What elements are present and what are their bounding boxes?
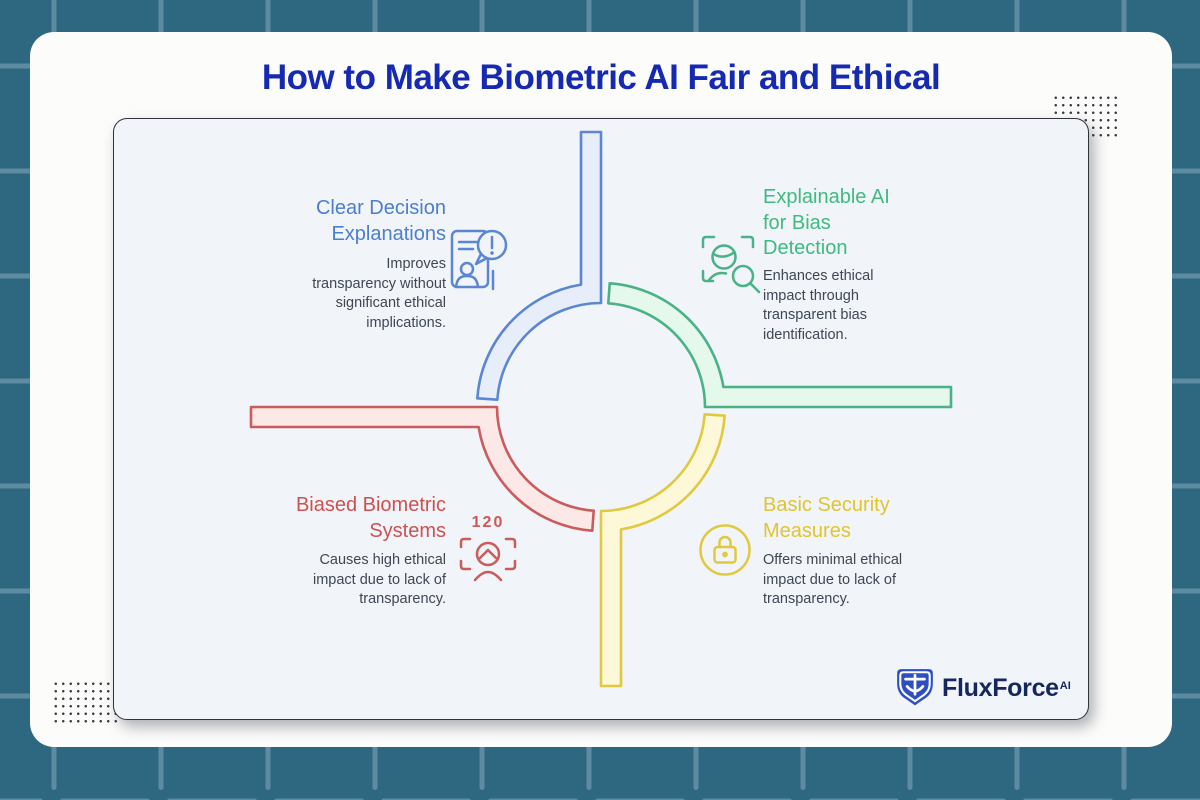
quadrant-body-basic-security: Offers minimal ethical impact due to lac… bbox=[763, 552, 903, 608]
quadrant-heading-explainable-ai: Explainable AI for Bias Detection bbox=[763, 186, 890, 260]
outer-card: How to Make Biometric AI Fair and Ethica… bbox=[30, 32, 1172, 747]
face-recognition-icon-group: 120 bbox=[452, 515, 524, 589]
dots-decoration-bottom-left bbox=[52, 680, 118, 724]
yellow-segment-shape bbox=[599, 413, 726, 688]
red-segment-shape bbox=[249, 405, 595, 532]
pinwheel-diagram bbox=[249, 130, 953, 688]
brand-logo: FluxForceAI bbox=[896, 667, 1071, 709]
page-title: How to Make Biometric AI Fair and Ethica… bbox=[261, 58, 941, 97]
quadrant-body-explainable-ai: Enhances ethical impact through transpar… bbox=[763, 268, 874, 344]
face-recognition-icon bbox=[459, 537, 517, 582]
blue-segment-shape bbox=[476, 130, 603, 401]
brand-name: FluxForceAI bbox=[942, 673, 1071, 702]
quadrant-heading-clear-decision: Clear Decision Explanations bbox=[315, 197, 446, 245]
person-card-alert-bubble-icon bbox=[450, 229, 508, 291]
green-segment-shape bbox=[607, 282, 953, 409]
quadrant-heading-biased-biometric: Biased Biometric Systems bbox=[295, 494, 446, 542]
lock-circle-icon bbox=[699, 524, 751, 576]
quadrant-body-clear-decision: Improves transparency without significan… bbox=[312, 256, 446, 332]
quadrant-heading-basic-security: Basic Security Measures bbox=[763, 494, 890, 542]
shield-icon bbox=[897, 669, 933, 706]
diagram-panel: Clear Decision Explanations Improves tra… bbox=[113, 118, 1089, 720]
quadrant-body-biased-biometric: Causes high ethical impact due to lack o… bbox=[313, 552, 446, 608]
face-scan-magnifier-icon bbox=[701, 235, 761, 294]
face-count-label: 120 bbox=[471, 514, 505, 531]
brand-suffix: AI bbox=[1059, 680, 1071, 693]
